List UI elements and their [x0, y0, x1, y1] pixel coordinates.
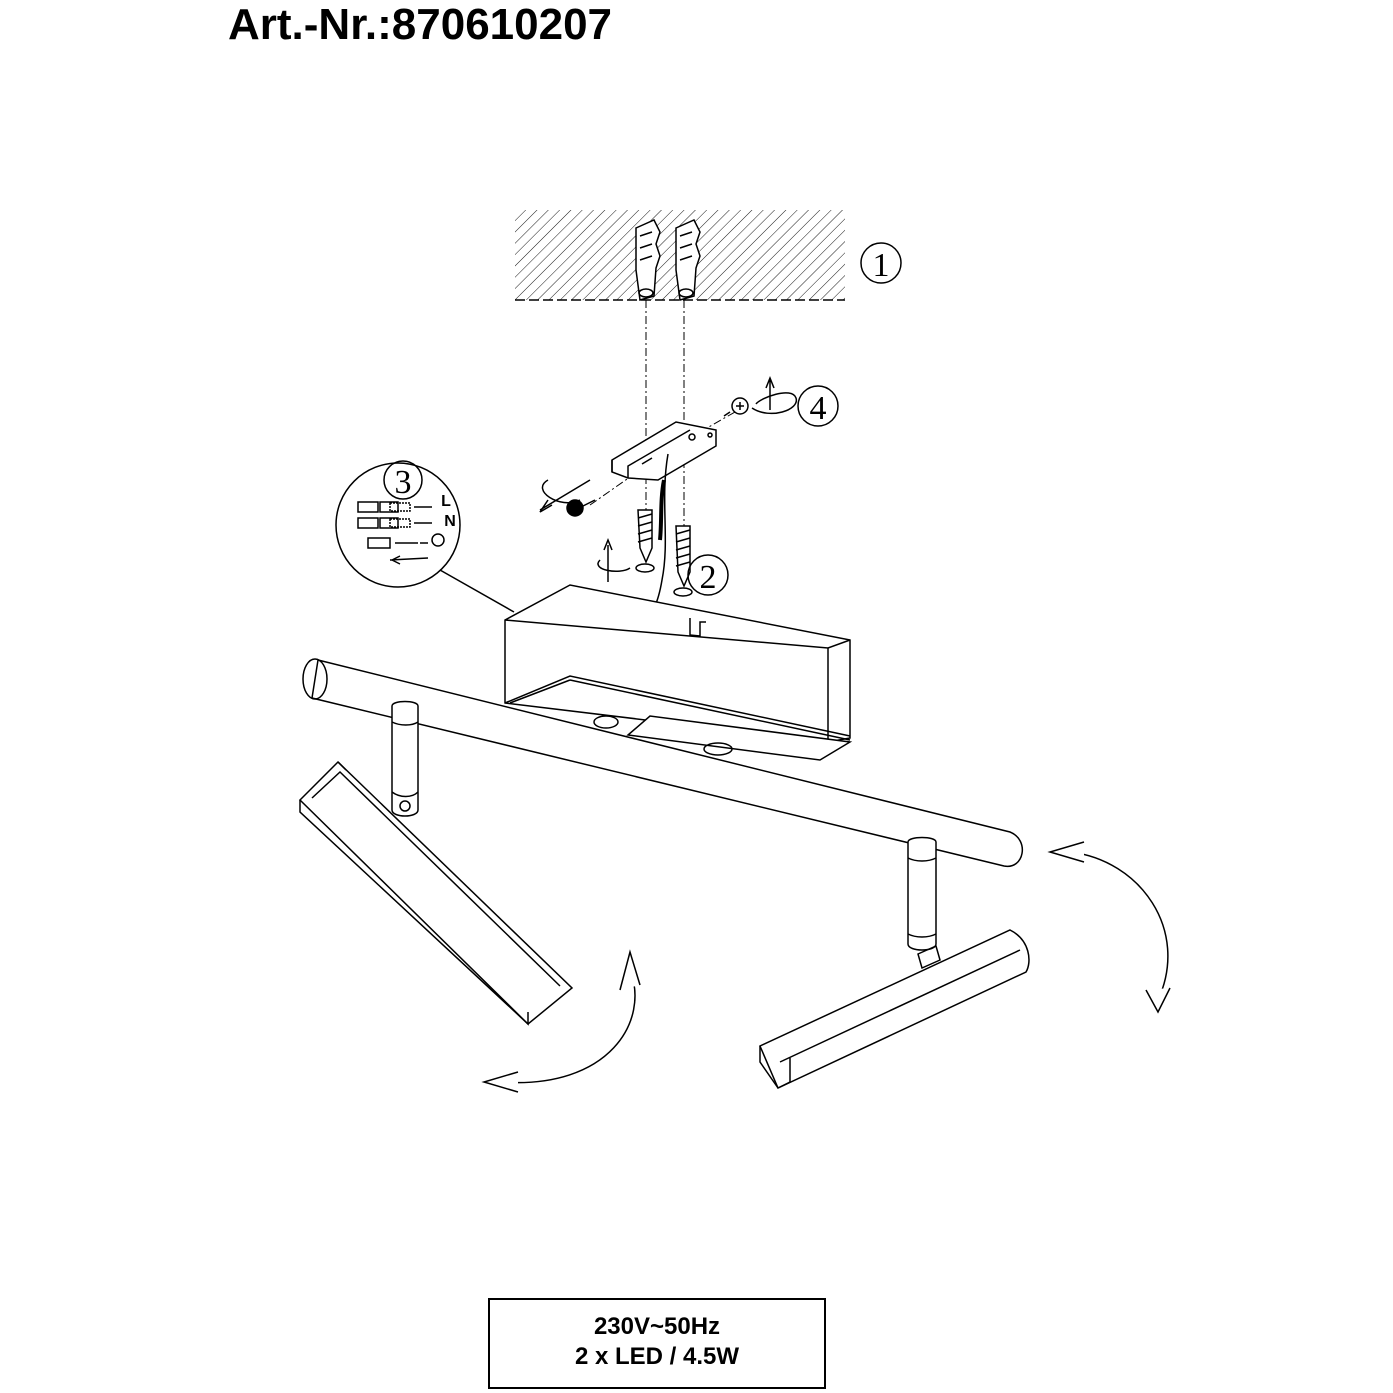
right-spot — [759, 836, 1030, 1090]
swivel-arrow-left — [481, 949, 641, 1093]
spec-box: 230V~50Hz 2 x LED / 4.5W — [488, 1298, 826, 1389]
junction-box — [504, 584, 853, 761]
callout-circle-1 — [860, 242, 902, 284]
callout-circle-2 — [687, 554, 729, 596]
bracket-screw — [723, 397, 749, 417]
screw-right — [673, 525, 693, 597]
swivel-arrow-right — [1047, 841, 1171, 1014]
rotate-arrow-bracket-screw — [751, 375, 797, 415]
callout-circle-4 — [797, 385, 839, 427]
left-spot — [298, 700, 574, 1026]
power-cable — [653, 453, 669, 609]
rotate-arrow-screw — [597, 537, 631, 582]
callout-label-1: 1 — [873, 247, 890, 284]
wire-label-live: L — [441, 493, 451, 510]
screw-left — [635, 509, 655, 573]
callout-label-4: 4 — [810, 390, 827, 427]
wall-plug-right — [675, 219, 701, 301]
tube-bar — [302, 658, 1024, 867]
callout-label-2: 2 — [700, 559, 717, 596]
spec-voltage: 230V~50Hz — [593, 1313, 721, 1340]
article-number: Art.-Nr.:870610207 — [228, 0, 613, 49]
spec-lamps: 2 x LED / 4.5W — [574, 1343, 740, 1370]
callout-label-3: 3 — [395, 464, 412, 501]
mounting-bracket — [611, 421, 717, 481]
wall-plug-left — [635, 219, 661, 301]
wire-label-neutral: N — [444, 513, 456, 530]
set-screw — [566, 499, 596, 517]
wiring-detail — [335, 460, 515, 613]
